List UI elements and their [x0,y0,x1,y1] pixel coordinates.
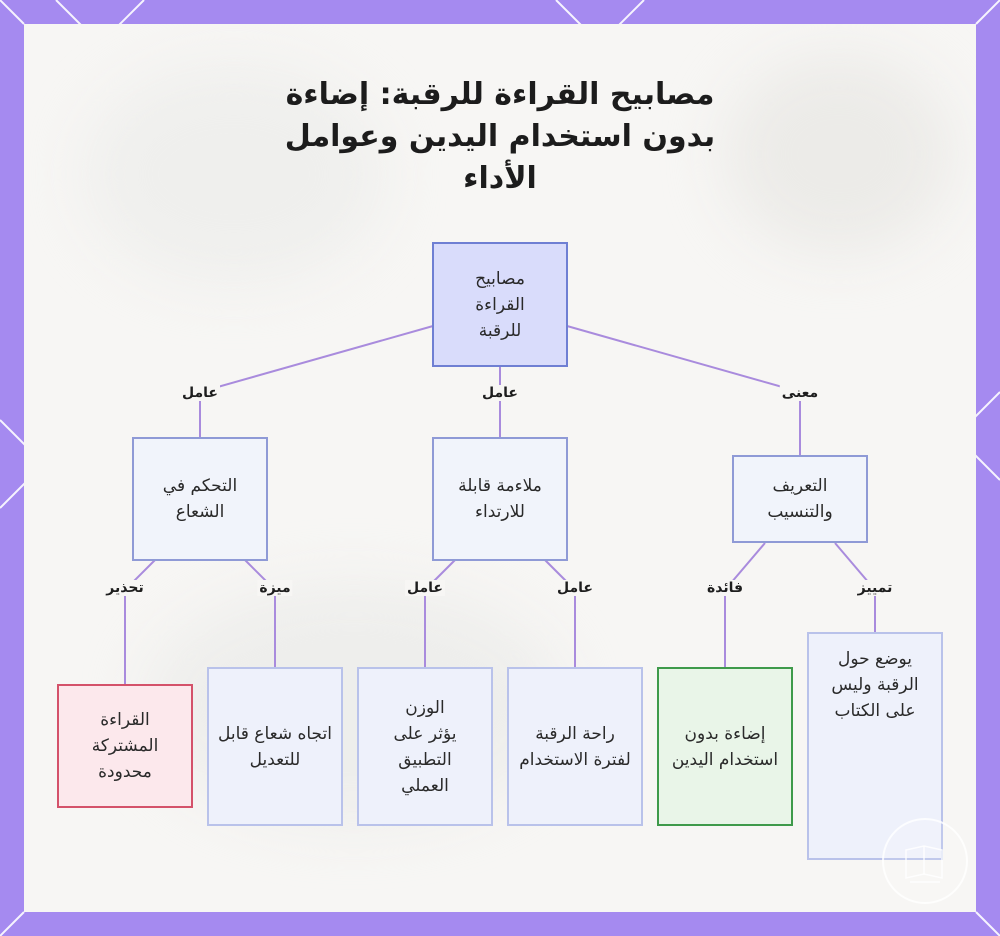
edge-label-factor: عامل [180,385,220,401]
node-text: ملاءمة قابلة للارتداء [458,476,542,522]
edge-label-benefit: فائدة [704,580,746,596]
node-wearable-fit: ملاءمة قابلة للارتداء [432,437,568,561]
node-text: اتجاه شعاع قابل للتعديل [217,723,332,770]
edge-label-factor: عامل [405,580,445,596]
node-worn-around-neck: يوضع حول الرقبة وليس على الكتاب [807,632,943,860]
background-blur-shape [724,54,954,254]
node-text: التعريف والتنسيب [767,476,833,522]
node-neck-comfort: راحة الرقبة لفترة الاستخدام [507,667,643,826]
book-icon [905,845,943,883]
node-weight-impact: الوزن يؤثر على التطبيق العملي [357,667,493,826]
node-limited-shared-reading: القراءة المشتركة محدودة [57,684,193,808]
edge-label-meaning: معنى [779,385,821,401]
node-text: القراءة المشتركة محدودة [91,710,159,782]
edge-label-factor: عامل [555,580,595,596]
node-text: راحة الرقبة لفترة الاستخدام [519,723,631,770]
node-hands-free-lighting: إضاءة بدون استخدام اليدين [657,667,793,826]
node-adjustable-beam: اتجاه شعاع قابل للتعديل [207,667,343,826]
node-text: مصابيح القراءة للرقبة [475,268,525,341]
node-text: إضاءة بدون استخدام اليدين [671,723,779,770]
node-definition-and-attribution: التعريف والتنسيب [732,455,868,543]
diagram-title: مصابيح القراءة للرقبة: إضاءة بدون استخدا… [284,77,716,196]
node-text: التحكم في الشعاع [162,476,238,522]
background-blur-shape [84,64,384,284]
edge-label-factor: عامل [480,385,520,401]
edge-label-feature: ميزة [257,580,293,596]
edge-label-distinguish: تمييز [855,580,895,596]
edge-root-definition [566,325,801,393]
node-text: الوزن يؤثر على التطبيق العملي [393,697,457,796]
edge-label-warning: تحذير [104,580,146,596]
node-beam-control: التحكم في الشعاع [132,437,268,561]
edge-root-light-control [199,325,434,393]
node-neck-reading-lamps: مصابيح القراءة للرقبة [432,242,568,367]
node-text: يوضع حول الرقبة وليس على الكتاب [831,649,919,721]
book-logo-watermark [882,818,968,904]
